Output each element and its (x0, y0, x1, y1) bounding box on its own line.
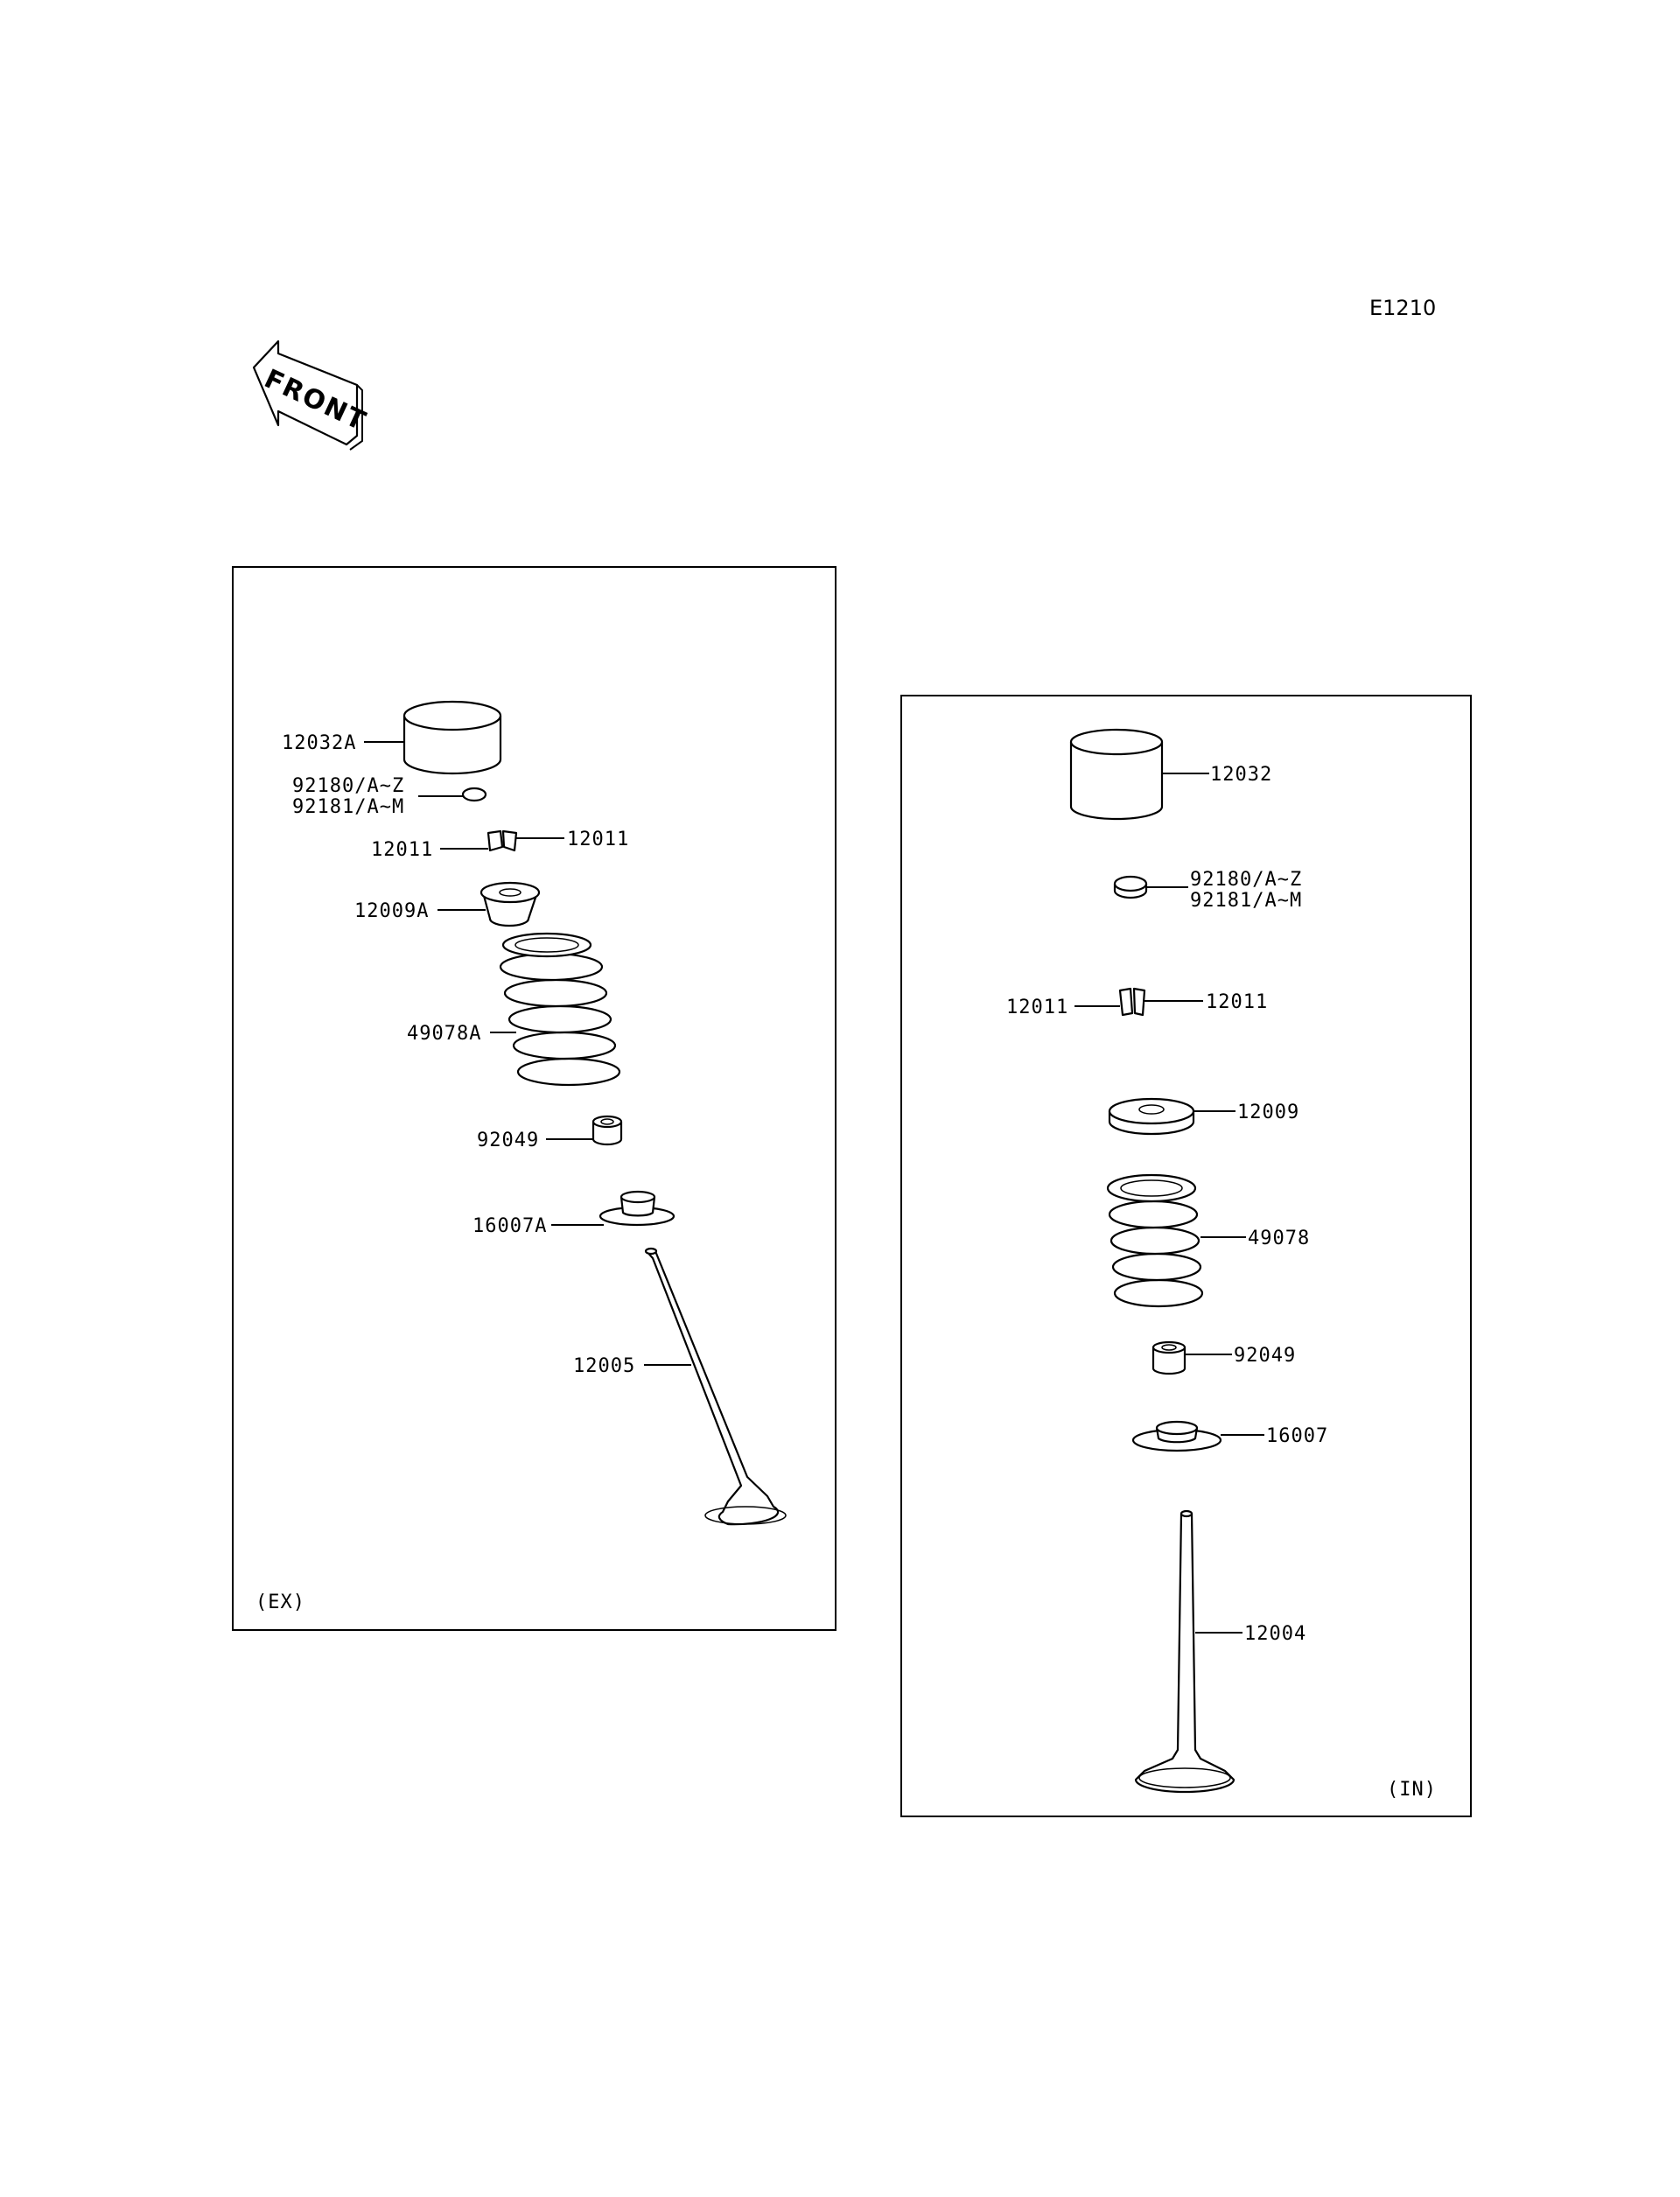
front-arrow-icon: FRONT (252, 339, 371, 451)
in-label-tappet: 12032 (1210, 764, 1272, 786)
ex-shim (461, 787, 487, 802)
in-label-cotter-left: 12011 (1006, 997, 1068, 1018)
diagram-code: E1210 (1369, 296, 1436, 320)
in-label-spring: 49078 (1248, 1228, 1310, 1249)
in-tappet-bucket (1069, 728, 1164, 821)
intake-panel (900, 695, 1472, 1817)
ex-valve-seal (592, 1115, 623, 1146)
in-valve-spring (1106, 1173, 1204, 1308)
ex-label-valve: 12005 (573, 1355, 635, 1377)
ex-valve-spring (499, 932, 621, 1087)
in-spring-retainer (1108, 1097, 1195, 1136)
in-label-shim-a: 92180/A~Z (1190, 869, 1302, 891)
in-label-seal: 92049 (1234, 1345, 1296, 1367)
ex-section-label: (EX) (256, 1592, 305, 1613)
in-section-label: (IN) (1387, 1779, 1437, 1801)
in-label-cotter-right: 12011 (1206, 991, 1268, 1013)
in-shim (1113, 875, 1148, 899)
ex-label-seat: 16007A (472, 1215, 547, 1237)
ex-cotters (486, 829, 518, 852)
ex-valve (644, 1247, 787, 1526)
ex-label-shim-a: 92180/A~Z (292, 775, 404, 797)
ex-label-cotter-left: 12011 (371, 839, 433, 861)
in-label-valve: 12004 (1244, 1623, 1306, 1645)
ex-label-spring: 49078A (407, 1023, 481, 1045)
in-label-shim-b: 92181/A~M (1190, 890, 1302, 912)
in-label-seat: 16007 (1266, 1425, 1328, 1447)
in-spring-seat (1131, 1420, 1222, 1452)
ex-label-cotter-right: 12011 (567, 829, 629, 850)
exhaust-panel (232, 566, 836, 1631)
ex-label-seal: 92049 (477, 1130, 539, 1151)
in-cotters (1118, 987, 1146, 1017)
ex-label-shim-b: 92181/A~M (292, 796, 404, 818)
in-valve-seal (1152, 1340, 1186, 1375)
ex-label-retainer: 12009A (354, 900, 429, 922)
in-label-retainer: 12009 (1237, 1102, 1299, 1123)
ex-spring-retainer (480, 881, 541, 927)
ex-tappet-bucket (402, 700, 502, 775)
ex-label-tappet: 12032A (282, 732, 356, 754)
ex-spring-seat (598, 1190, 676, 1227)
in-valve (1134, 1509, 1236, 1794)
